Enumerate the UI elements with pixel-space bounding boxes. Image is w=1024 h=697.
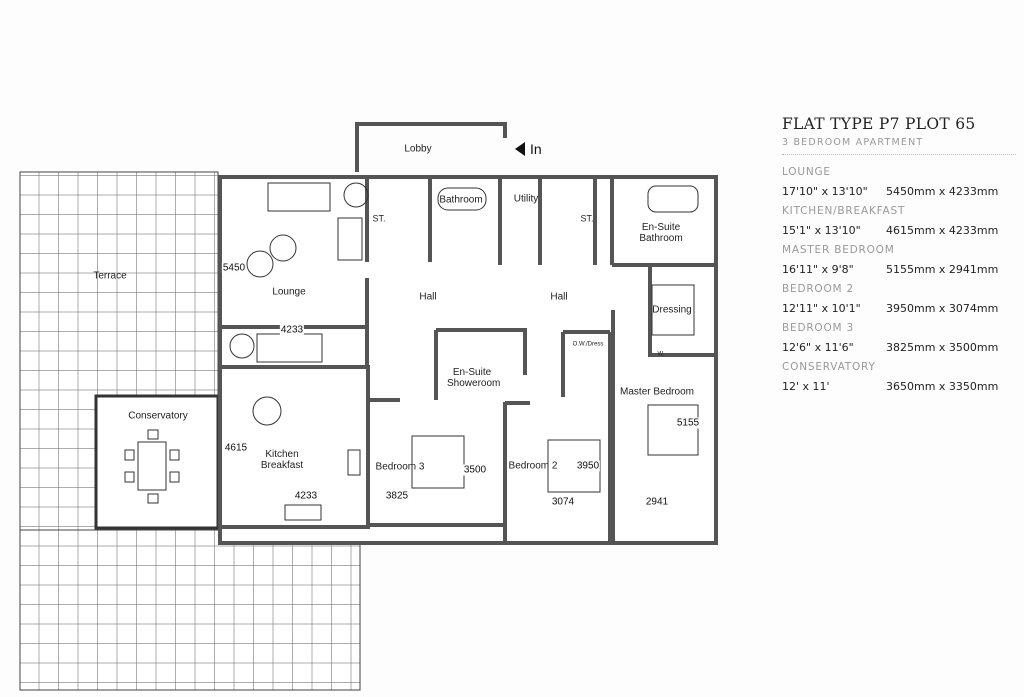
flat-title: FLAT TYPE P7 PLOT 65: [782, 115, 976, 133]
room-dimensions: 12'6" x 11'6" 3825mm x 3500mm: [782, 338, 1022, 358]
room-label-kitchen-breakfast: Kitchen Breakfast: [260, 449, 304, 471]
room-name: CONSERVATORY: [782, 361, 876, 373]
room-label-lounge: Lounge: [272, 286, 306, 298]
entrance-label: In: [530, 141, 542, 157]
room-label-hall: Hall: [419, 291, 437, 303]
room-label-utility: Utility: [513, 193, 539, 205]
room-label-terrace: Terrace: [93, 270, 127, 282]
dimension-label: 5450: [221, 262, 247, 274]
dimension-label: 3500: [462, 464, 488, 476]
room-label-bedroom-3: Bedroom 3: [375, 461, 425, 473]
dimension-label: 3825: [384, 490, 410, 502]
metric-size: 3825mm x 3500mm: [886, 341, 999, 354]
room-name: KITCHEN/BREAKFAST: [782, 205, 906, 217]
room-label-dressing: Dressing: [652, 304, 692, 316]
metric-size: 3950mm x 3074mm: [886, 302, 999, 315]
room-dimensions: 15'1" x 13'10" 4615mm x 4233mm: [782, 221, 1022, 241]
metric-size: 4615mm x 4233mm: [886, 224, 999, 237]
room-name: LOUNGE: [782, 166, 831, 178]
room-name: BEDROOM 3: [782, 322, 855, 334]
divider: [782, 154, 1016, 155]
dimension-label: 4233: [293, 490, 319, 502]
room-dimensions: 12' x 11' 3650mm x 3350mm: [782, 377, 1022, 397]
metric-size: 3650mm x 3350mm: [886, 380, 999, 393]
dimension-label: 2941: [644, 496, 670, 508]
dimension-label: 3950: [575, 460, 601, 472]
metric-size: 5450mm x 4233mm: [886, 185, 999, 198]
dimension-label: 3074: [550, 496, 576, 508]
flat-subtitle: 3 BEDROOM APARTMENT: [782, 137, 924, 148]
imperial-size: 12'6" x 11'6": [782, 341, 854, 354]
room-label-conservatory: Conservatory: [128, 410, 188, 422]
room-label-master-bedroom: Master Bedroom: [620, 386, 694, 398]
room-name: MASTER BEDROOM: [782, 244, 895, 256]
room-label-wardrobe: W.: [657, 351, 665, 358]
room-dimensions: 12'11" x 10'1" 3950mm x 3074mm: [782, 299, 1022, 319]
room-label-bathroom: Bathroom: [439, 194, 483, 206]
dimension-label: 4233: [279, 324, 305, 336]
imperial-size: 15'1" x 13'10": [782, 224, 861, 237]
imperial-size: 17'10" x 13'10": [782, 185, 868, 198]
dimension-label: 5155: [675, 417, 701, 429]
specification-panel: FLAT TYPE P7 PLOT 65 3 BEDROOM APARTMENT…: [782, 115, 1022, 397]
imperial-size: 12' x 11': [782, 380, 830, 393]
room-label-lobby: Lobby: [404, 143, 432, 155]
room-label-ensuite-showerroom: En-Suite Showeroom: [447, 367, 501, 389]
room-name: BEDROOM 2: [782, 283, 855, 295]
room-label-ow-dress: O.W./Dress: [572, 341, 604, 348]
room-label-store: ST.: [580, 213, 594, 224]
room-dimensions: 16'11" x 9'8" 5155mm x 2941mm: [782, 260, 1022, 280]
conservatory-room: [94, 394, 220, 530]
imperial-size: 12'11" x 10'1": [782, 302, 861, 315]
room-label-ensuite-bathroom: En-Suite Bathroom: [639, 222, 683, 244]
dimension-label: 4615: [223, 442, 249, 454]
room-label-hall: Hall: [550, 291, 568, 303]
entrance-marker: In: [515, 141, 542, 157]
room-label-store: ST.: [372, 213, 386, 224]
arrow-left-icon: [515, 142, 525, 156]
imperial-size: 16'11" x 9'8": [782, 263, 854, 276]
metric-size: 5155mm x 2941mm: [886, 263, 999, 276]
room-dimensions: 17'10" x 13'10" 5450mm x 4233mm: [782, 182, 1022, 202]
room-label-bedroom-2: Bedroom 2: [508, 460, 558, 472]
